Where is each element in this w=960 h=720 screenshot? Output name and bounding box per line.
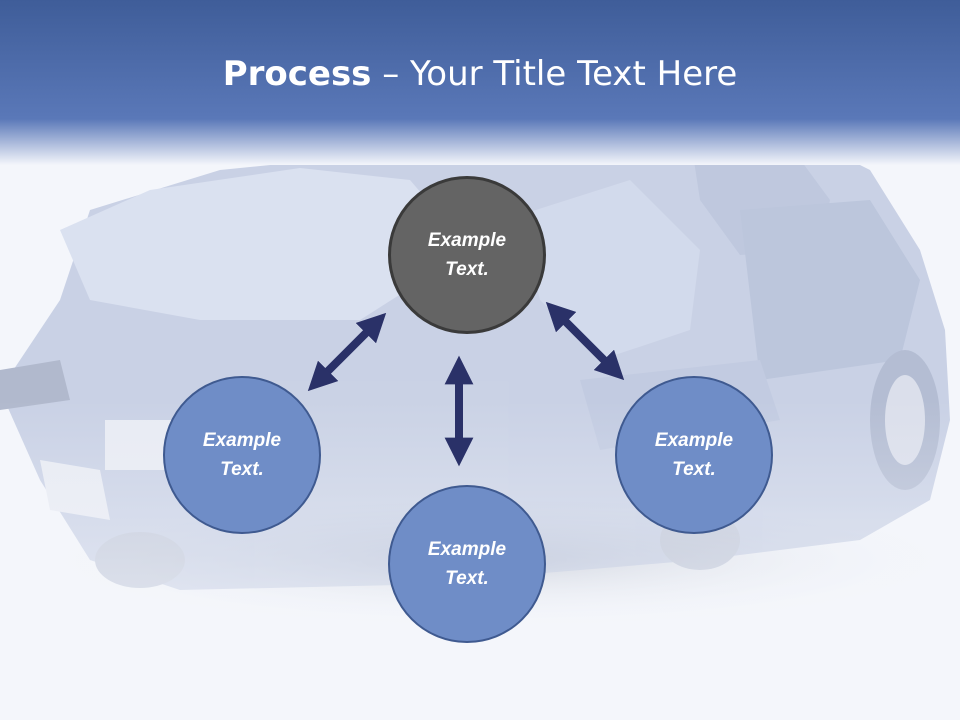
node-right[interactable]: Example Text.: [615, 376, 773, 534]
node-bottom-label: Example Text.: [427, 539, 507, 589]
title-bold: Process: [222, 54, 372, 94]
slide-title: Process – Your Title Text Here: [0, 52, 960, 96]
node-bottom[interactable]: Example Text.: [388, 485, 546, 643]
node-left[interactable]: Example Text.: [163, 376, 321, 534]
node-right-label: Example Text.: [654, 430, 734, 480]
node-top-label: Example Text.: [427, 230, 507, 280]
node-top[interactable]: Example Text.: [388, 176, 546, 334]
title-rest: – Your Title Text Here: [371, 54, 738, 94]
node-left-label: Example Text.: [202, 430, 282, 480]
